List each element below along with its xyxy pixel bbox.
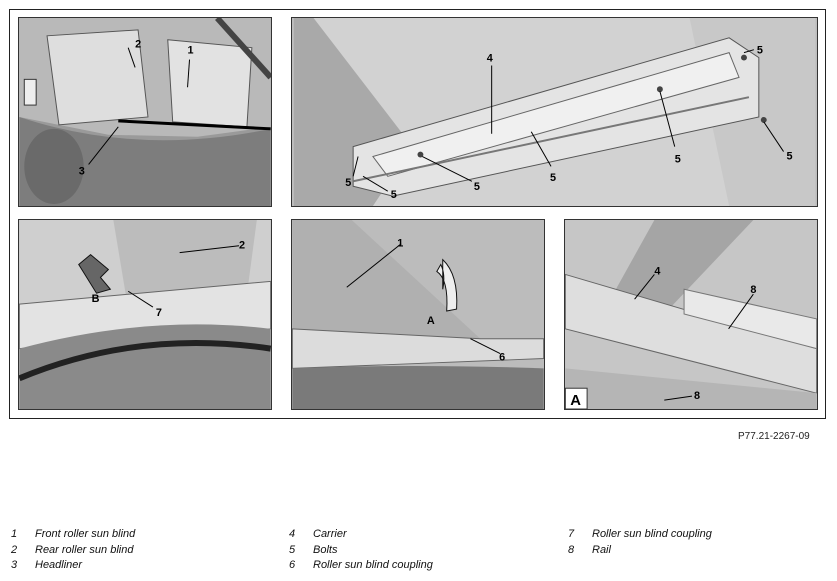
panel-front-blind: 1 A 6 xyxy=(291,219,545,410)
callout-label: 5 xyxy=(787,150,793,162)
legend-text: Rail xyxy=(592,543,611,556)
callout-label: B xyxy=(92,293,100,305)
legend-item: 2 Rear roller sun blind xyxy=(11,543,135,559)
rear-blind-drawing: 2 B 7 xyxy=(19,220,271,409)
legend-text: Roller sun blind coupling xyxy=(313,559,433,571)
callout-label: 5 xyxy=(474,181,480,193)
detail-label: A xyxy=(570,393,581,409)
legend-item: 4 Carrier xyxy=(289,527,433,543)
callout-label: 5 xyxy=(757,45,763,57)
panel-interior-overview: 2 1 3 xyxy=(18,17,272,207)
callout-label: 5 xyxy=(675,153,681,165)
callout-label: 4 xyxy=(487,53,493,65)
legend-number: 8 xyxy=(568,543,575,556)
legend-number: 1 xyxy=(11,528,18,540)
callout-label: 2 xyxy=(135,39,141,51)
legend-text: Headliner xyxy=(35,559,83,571)
callout-label: 1 xyxy=(188,45,194,57)
carrier-bolts-drawing: 4 5 5 5 5 5 5 5 xyxy=(293,18,816,206)
callout-label: 5 xyxy=(345,177,351,189)
legend-number: 6 xyxy=(289,559,296,571)
legend-number: 4 xyxy=(289,528,296,540)
interior-overview-drawing: 2 1 3 xyxy=(19,18,271,206)
callout-label: 6 xyxy=(499,352,505,364)
legend-number: 7 xyxy=(568,528,575,540)
callout-label: A xyxy=(427,315,435,327)
legend-column-3: 7 Roller sun blind coupling 8 Rail xyxy=(568,527,712,558)
legend-item: 6 Roller sun blind coupling xyxy=(289,558,433,574)
legend-item: 3 Headliner xyxy=(11,558,135,574)
detail-rail-drawing: 4 8 8 A xyxy=(565,220,817,409)
callout-label: 8 xyxy=(694,390,700,402)
callout-label: 5 xyxy=(391,189,397,201)
legend-number: 3 xyxy=(11,559,18,571)
figure-reference: P77.21-2267-09 xyxy=(738,431,810,442)
callout-label: 4 xyxy=(654,265,660,277)
legend-column-1: 1 Front roller sun blind 2 Rear roller sun… xyxy=(11,527,135,574)
legend-text: Carrier xyxy=(313,528,347,540)
legend-item: 8 Rail xyxy=(568,543,712,559)
callout-label: 3 xyxy=(79,165,85,177)
legend-number: 2 xyxy=(11,543,18,556)
legend-item: 5 Bolts xyxy=(289,543,433,559)
callout-label: 1 xyxy=(397,238,403,250)
callout-label: 8 xyxy=(750,284,756,296)
panel-rear-blind: 2 B 7 xyxy=(18,219,272,410)
legend-column-2: 4 Carrier 5 Bolts 6 Roller sun blind coupli… xyxy=(289,527,433,574)
front-blind-drawing: 1 A 6 xyxy=(292,220,544,409)
legend-text: Bolts xyxy=(313,543,338,556)
legend-text: Roller sun blind coupling xyxy=(592,528,712,540)
legend-item: 1 Front roller sun blind xyxy=(11,527,135,543)
callout-label: 2 xyxy=(239,240,245,252)
panel-carrier-bolts: 4 5 5 5 5 5 5 5 xyxy=(291,17,818,207)
legend-text: Rear roller sun blind xyxy=(35,543,134,556)
callout-label: 7 xyxy=(156,307,162,319)
legend-item: 7 Roller sun blind coupling xyxy=(568,527,712,543)
panel-detail-rail: 4 8 8 A xyxy=(564,219,818,410)
callout-label: 5 xyxy=(550,172,556,184)
legend-text: Front roller sun blind xyxy=(35,528,136,540)
legend-number: 5 xyxy=(289,543,296,556)
